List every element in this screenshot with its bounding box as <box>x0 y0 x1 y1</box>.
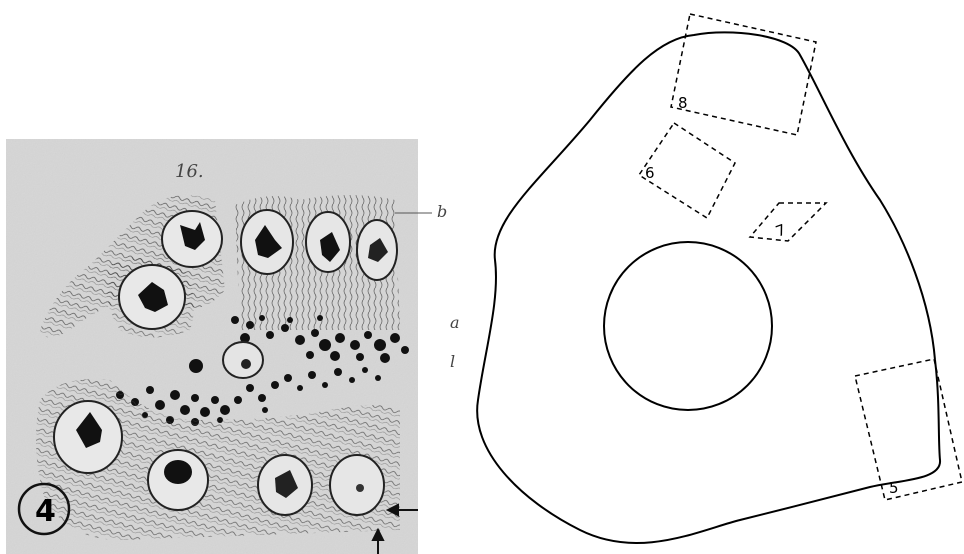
nucleus-outline <box>604 242 772 410</box>
nucleus <box>148 450 208 510</box>
cell-outline-diagram: 8 6 7 5 <box>477 14 962 543</box>
sample-box-5: 5 <box>855 359 962 500</box>
nucleus <box>330 455 384 515</box>
label-a: a <box>450 313 460 332</box>
figure-number: 16. <box>175 161 204 182</box>
nucleus <box>162 211 222 267</box>
box-label-5: 5 <box>889 479 899 497</box>
label-b: b <box>437 202 447 221</box>
cell-outline <box>477 32 940 543</box>
nucleus <box>357 220 397 280</box>
sample-box-6: 6 <box>639 123 735 218</box>
panel-number: 4 <box>35 494 56 529</box>
box-label-7: 7 <box>773 221 788 241</box>
nucleus <box>306 212 350 272</box>
sample-box-7: 7 <box>750 203 826 241</box>
nucleus <box>241 210 293 274</box>
box-label-6: 6 <box>645 164 655 182</box>
histology-panel: 16. b a l 4 <box>6 139 460 554</box>
nucleus <box>119 265 185 329</box>
label-l: l <box>450 352 455 371</box>
box-label-8: 8 <box>678 94 688 112</box>
nucleus <box>258 455 312 515</box>
nucleus <box>54 401 122 473</box>
